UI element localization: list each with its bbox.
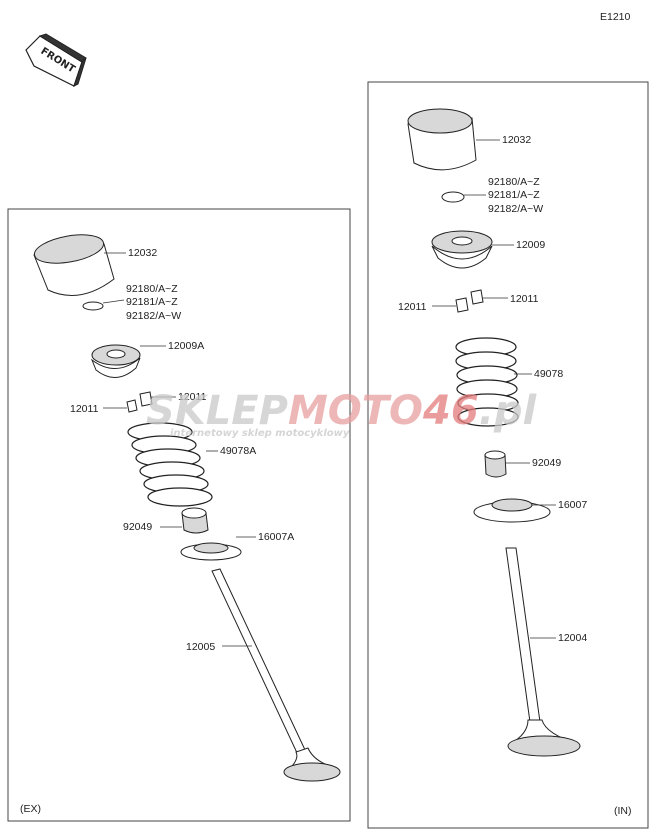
ex-spring-retainer: [90, 344, 141, 378]
ex-panel: 12032 92180/A~Z 92181/A~Z 92182/A~W 1200…: [7, 208, 351, 822]
ex-label-seat: 16007A: [258, 531, 294, 543]
in-label-seat: 16007: [558, 499, 587, 511]
in-label-cotter-left: 12011: [398, 301, 427, 313]
in-label-retainer: 12009: [516, 239, 545, 251]
ex-label-seal: 92049: [123, 521, 152, 533]
in-label-valve: 12004: [558, 632, 587, 644]
in-valve: [505, 547, 581, 757]
in-valve-spring: [455, 337, 519, 427]
in-panel: 12032 92180/A~Z 92181/A~Z 92182/A~W 1200…: [367, 81, 649, 829]
ex-valve-cotters: [126, 391, 153, 413]
ex-spring-seat: [180, 542, 242, 561]
ex-label-shim-1: 92180/A~Z: [126, 283, 178, 295]
in-shim: [441, 191, 465, 203]
watermark-brand-c: 46: [422, 388, 479, 434]
watermark-brand-b: MOTO: [288, 388, 423, 434]
in-label-shim-1: 92180/A~Z: [488, 176, 540, 188]
ex-label-spring: 49078A: [220, 445, 256, 457]
ex-panel-tag: (EX): [20, 803, 41, 815]
in-label-seal: 92049: [532, 457, 561, 469]
watermark-tail: .pl: [479, 388, 538, 434]
watermark: SKLEPMOTO46.pl internetowy sklep motocyk…: [146, 388, 538, 439]
ex-valve: [211, 568, 341, 782]
watermark-subtitle: internetowy sklep motocyklowy: [170, 428, 350, 439]
diagram-code: E1210: [600, 11, 631, 23]
ex-label-shim-3: 92182/A~W: [126, 310, 181, 322]
in-valve-cotters: [455, 289, 484, 313]
in-spring-seat: [473, 498, 551, 523]
ex-label-valve: 12005: [186, 641, 215, 653]
ex-label-shim-2: 92181/A~Z: [126, 296, 178, 308]
ex-shim: [82, 301, 104, 311]
in-valve-lifter-bucket: [407, 108, 477, 171]
ex-label-cotter-right: 12011: [178, 391, 207, 403]
ex-stem-seal: [181, 507, 209, 534]
ex-label-cotter-left: 12011: [70, 403, 99, 415]
svg-text:SKLEPMOTO46.pl: SKLEPMOTO46.pl: [146, 388, 538, 434]
ex-valve-lifter-bucket: [33, 234, 115, 296]
ex-valve-spring: [127, 422, 213, 507]
in-label-bucket: 12032: [502, 134, 531, 146]
in-label-cotter-right: 12011: [510, 293, 539, 305]
in-stem-seal: [484, 450, 507, 478]
in-spring-retainer: [431, 230, 493, 269]
watermark-brand-a: SKLEP: [146, 388, 288, 434]
in-label-spring: 49078: [534, 368, 563, 380]
in-label-shim-3: 92182/A~W: [488, 203, 543, 215]
ex-label-bucket: 12032: [128, 247, 157, 259]
in-label-shim-2: 92181/A~Z: [488, 189, 540, 201]
ex-label-retainer: 12009A: [168, 340, 204, 352]
front-arrow-icon: FRONT: [25, 33, 87, 87]
in-panel-tag: (IN): [614, 805, 632, 817]
